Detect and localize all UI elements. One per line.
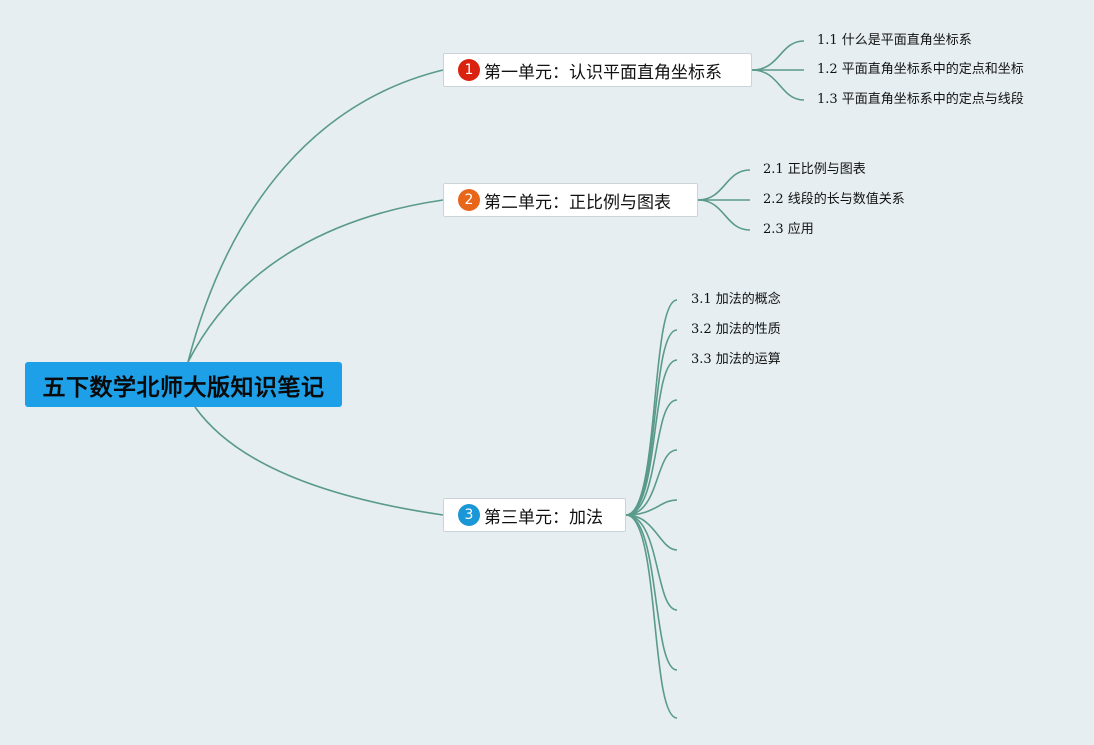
unit-3-empty-branch	[625, 514, 678, 719]
root-to-unit-2-link	[187, 199, 444, 363]
subtopic-1-3[interactable]: 1.3 平面直角坐标系中的定点与线段	[817, 92, 1024, 107]
unit-2-branch-link	[697, 169, 751, 201]
root-to-unit-1-link	[187, 69, 444, 363]
unit-3-branch-link	[625, 329, 678, 516]
number-badge-icon: 2	[458, 189, 480, 211]
unit-3-title: 第三单元：加法	[484, 507, 603, 528]
subtopic-2-3[interactable]: 2.3 应用	[763, 222, 814, 237]
root-title: 五下数学北师大版知识笔记	[42, 374, 325, 401]
subtopic-1-1[interactable]: 1.1 什么是平面直角坐标系	[817, 33, 972, 48]
unit-3-empty-branch	[625, 514, 678, 611]
unit-3-empty-branch	[625, 449, 678, 516]
subtopic-2-1[interactable]: 2.1 正比例与图表	[763, 162, 866, 177]
subtopic-3-2[interactable]: 3.2 加法的性质	[691, 322, 781, 337]
subtopic-2-2[interactable]: 2.2 线段的长与数值关系	[763, 192, 905, 207]
unit-3-branch-link	[625, 359, 678, 516]
unit-3-empty-branch	[625, 499, 678, 516]
root-topic[interactable]: 五下数学北师大版知识笔记	[25, 362, 342, 407]
number-badge-icon: 1	[458, 59, 480, 81]
unit-1-node[interactable]: 1 第一单元：认识平面直角坐标系	[443, 53, 752, 87]
root-to-unit-3-link	[194, 406, 444, 516]
subtopic-1-2[interactable]: 1.2 平面直角坐标系中的定点和坐标	[817, 62, 1024, 77]
unit-1-branch-link	[751, 40, 805, 71]
unit-2-branch-link	[697, 199, 751, 231]
subtopic-3-3[interactable]: 3.3 加法的运算	[691, 352, 781, 367]
subtopic-3-1[interactable]: 3.1 加法的概念	[691, 292, 781, 307]
unit-1-title: 第一单元：认识平面直角坐标系	[484, 62, 722, 83]
unit-2-node[interactable]: 2 第二单元：正比例与图表	[443, 183, 698, 217]
unit-3-empty-branch	[625, 514, 678, 551]
unit-1-branch-link	[751, 69, 805, 101]
unit-3-empty-branch	[625, 399, 678, 516]
unit-3-empty-branch	[625, 514, 678, 671]
unit-2-title: 第二单元：正比例与图表	[484, 192, 671, 213]
number-badge-icon: 3	[458, 504, 480, 526]
unit-3-node[interactable]: 3 第三单元：加法	[443, 498, 626, 532]
unit-3-branch-link	[625, 299, 678, 516]
